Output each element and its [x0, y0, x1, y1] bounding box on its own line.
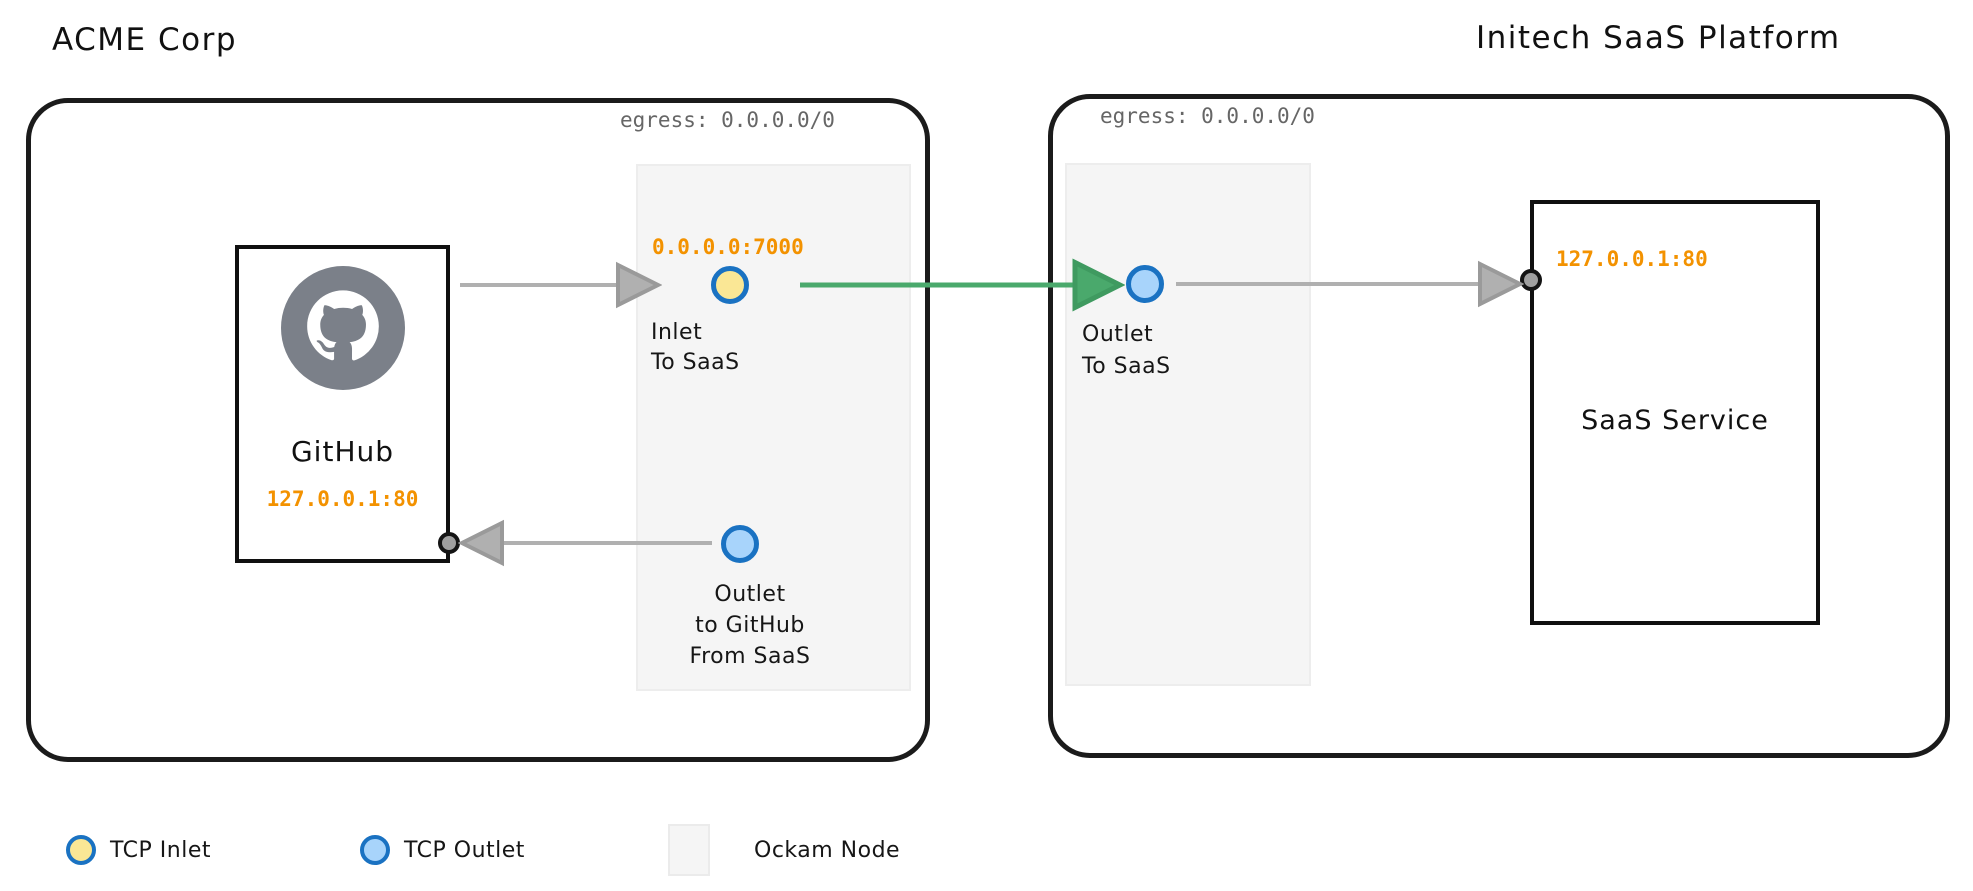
- legend-item-tcp-inlet: TCP Inlet: [66, 835, 211, 865]
- saas-address: 127.0.0.1:80: [1556, 247, 1708, 271]
- outlet-github-label-line1: Outlet: [714, 582, 786, 607]
- github-service-name: GitHub: [290, 435, 395, 468]
- legend-label-tcp-outlet: TCP Outlet: [404, 837, 525, 863]
- inlet-label-line2: To SaaS: [651, 350, 740, 375]
- left-org-boundary: [26, 98, 930, 762]
- outlet-github-label-line2: to GitHub: [695, 613, 805, 638]
- saas-endpoint-dot: [1520, 269, 1542, 291]
- legend-node-square-icon: [668, 824, 710, 876]
- outlet-github-label-line3: From SaaS: [689, 644, 811, 669]
- legend-item-tcp-outlet: TCP Outlet: [360, 835, 525, 865]
- right-egress-label: egress: 0.0.0.0/0: [1100, 104, 1315, 128]
- legend-item-ockam-node: Ockam Node: [668, 824, 900, 876]
- right-ockam-node-panel: [1065, 163, 1311, 686]
- legend-outlet-circle-icon: [360, 835, 390, 865]
- tcp-inlet-port-to-saas[interactable]: [711, 266, 749, 304]
- inlet-address: 0.0.0.0:7000: [652, 235, 804, 259]
- legend-inlet-circle-icon: [66, 835, 96, 865]
- legend-label-tcp-inlet: TCP Inlet: [110, 837, 211, 863]
- tcp-outlet-port-to-saas[interactable]: [1126, 265, 1164, 303]
- legend-label-ockam-node: Ockam Node: [754, 837, 901, 863]
- outlet-saas-label-line1: Outlet: [1082, 322, 1154, 347]
- github-endpoint-dot: [438, 532, 460, 554]
- saas-service-name: SaaS Service: [1581, 405, 1769, 436]
- left-egress-label: egress: 0.0.0.0/0: [620, 108, 835, 132]
- right-org-title: Initech SaaS Platform: [1476, 20, 1841, 56]
- tcp-outlet-port-to-github[interactable]: [721, 525, 759, 563]
- left-org-title: ACME Corp: [52, 22, 238, 58]
- github-octocat-icon: [281, 266, 405, 390]
- github-address: 127.0.0.1:80: [266, 487, 419, 511]
- outlet-saas-label-line2: To SaaS: [1082, 354, 1171, 379]
- right-org-boundary: [1048, 94, 1950, 758]
- inlet-label-line1: Inlet: [651, 320, 703, 345]
- left-ockam-node-panel: [636, 164, 911, 691]
- saas-service-box: [1530, 200, 1820, 625]
